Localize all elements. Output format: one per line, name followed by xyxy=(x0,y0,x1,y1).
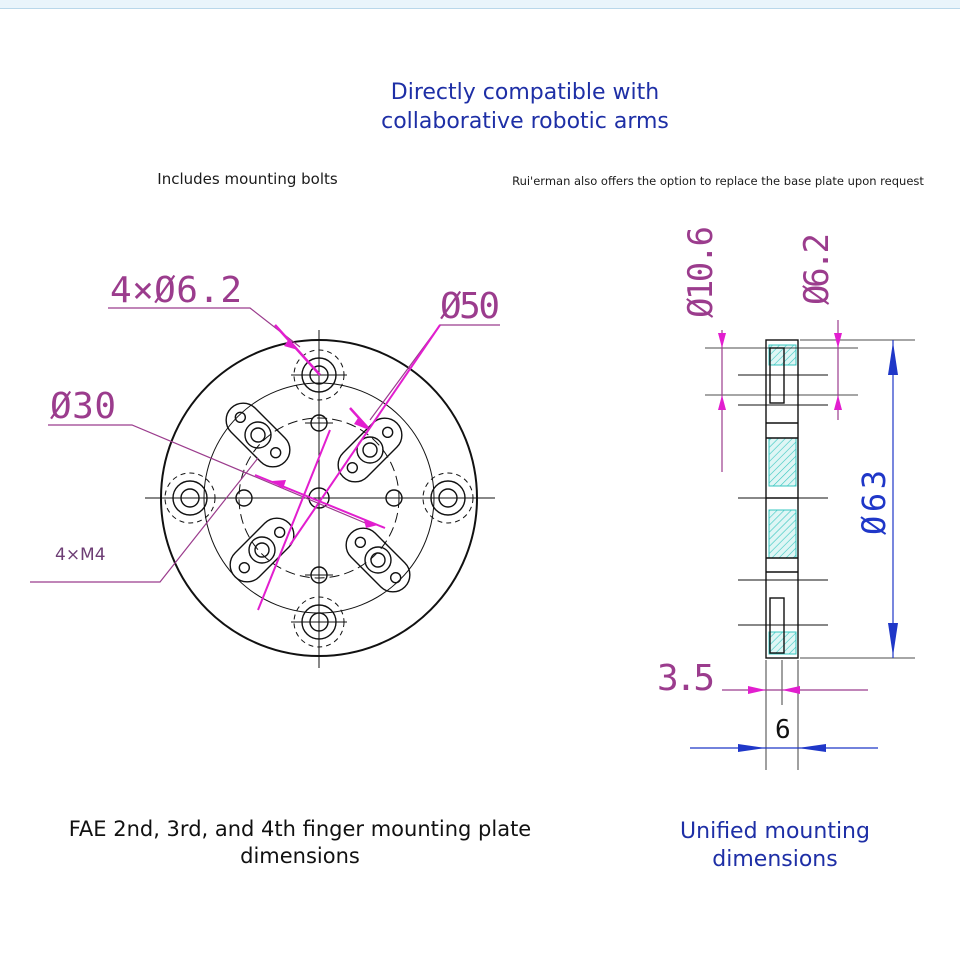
caption-right-line-2: dimensions xyxy=(712,847,838,872)
caption-left-line-2: dimensions xyxy=(240,844,360,868)
small-holes xyxy=(235,414,403,584)
leader-threads xyxy=(30,457,259,583)
line-pcd-outer xyxy=(289,324,441,546)
label-threads: 4×M4 xyxy=(55,545,106,565)
caption-right: Unified mounting dimensions xyxy=(630,818,920,874)
mount-boss-bottom-right xyxy=(345,527,411,593)
label-thickness: 6 xyxy=(775,715,791,745)
caption-left-line-1: FAE 2nd, 3rd, and 4th finger mounting pl… xyxy=(68,817,532,841)
mount-boss-bottom-left xyxy=(229,517,295,583)
outer-bolt-holes xyxy=(164,349,474,648)
mount-boss-top-right xyxy=(337,417,403,483)
heading: Directly compatible with collaborative r… xyxy=(320,78,730,136)
subtitle-right: Rui'erman also offers the option to repl… xyxy=(512,174,924,188)
caption-right-line-1: Unified mounting xyxy=(680,819,870,844)
line-threads xyxy=(257,429,331,611)
mount-boss-top-left xyxy=(225,402,291,468)
hatch-section-2 xyxy=(768,509,797,559)
label-counterbore: Ø10.6 xyxy=(681,226,721,318)
label-bolt-holes: 4×Ø6.2 xyxy=(110,270,242,311)
line-pcd-inner xyxy=(254,474,386,529)
label-step: 3.5 xyxy=(657,658,715,699)
caption-left: FAE 2nd, 3rd, and 4th finger mounting pl… xyxy=(20,816,580,870)
label-hole: Ø6.2 xyxy=(797,233,837,305)
leader-pcd-outer xyxy=(369,324,500,421)
subtitle-left: Includes mounting bolts xyxy=(157,170,338,188)
heading-line-1: Directly compatible with xyxy=(390,80,660,105)
side-view-dimensions: Ø10.6 Ø6.2 Ø63 3.5 6 xyxy=(657,226,898,752)
inner-circle xyxy=(238,417,400,579)
top-border-strip xyxy=(0,0,960,9)
front-view xyxy=(145,330,495,668)
label-diameter: Ø63 xyxy=(855,470,893,535)
label-pcd-outer: Ø50 xyxy=(440,286,500,327)
label-pcd-inner: Ø30 xyxy=(50,386,116,427)
leader-pcd-inner xyxy=(48,424,371,526)
front-view-annotations: 4×Ø6.2 Ø50 Ø30 4×M4 xyxy=(30,270,500,611)
plate-outline xyxy=(160,339,478,657)
heading-line-2: collaborative robotic arms xyxy=(381,109,669,134)
hatch-section-1 xyxy=(768,437,797,487)
leader-bolt-holes xyxy=(108,307,301,348)
side-view xyxy=(705,339,915,770)
plate-section xyxy=(765,339,799,659)
arrow-bolt-holes xyxy=(274,324,321,376)
